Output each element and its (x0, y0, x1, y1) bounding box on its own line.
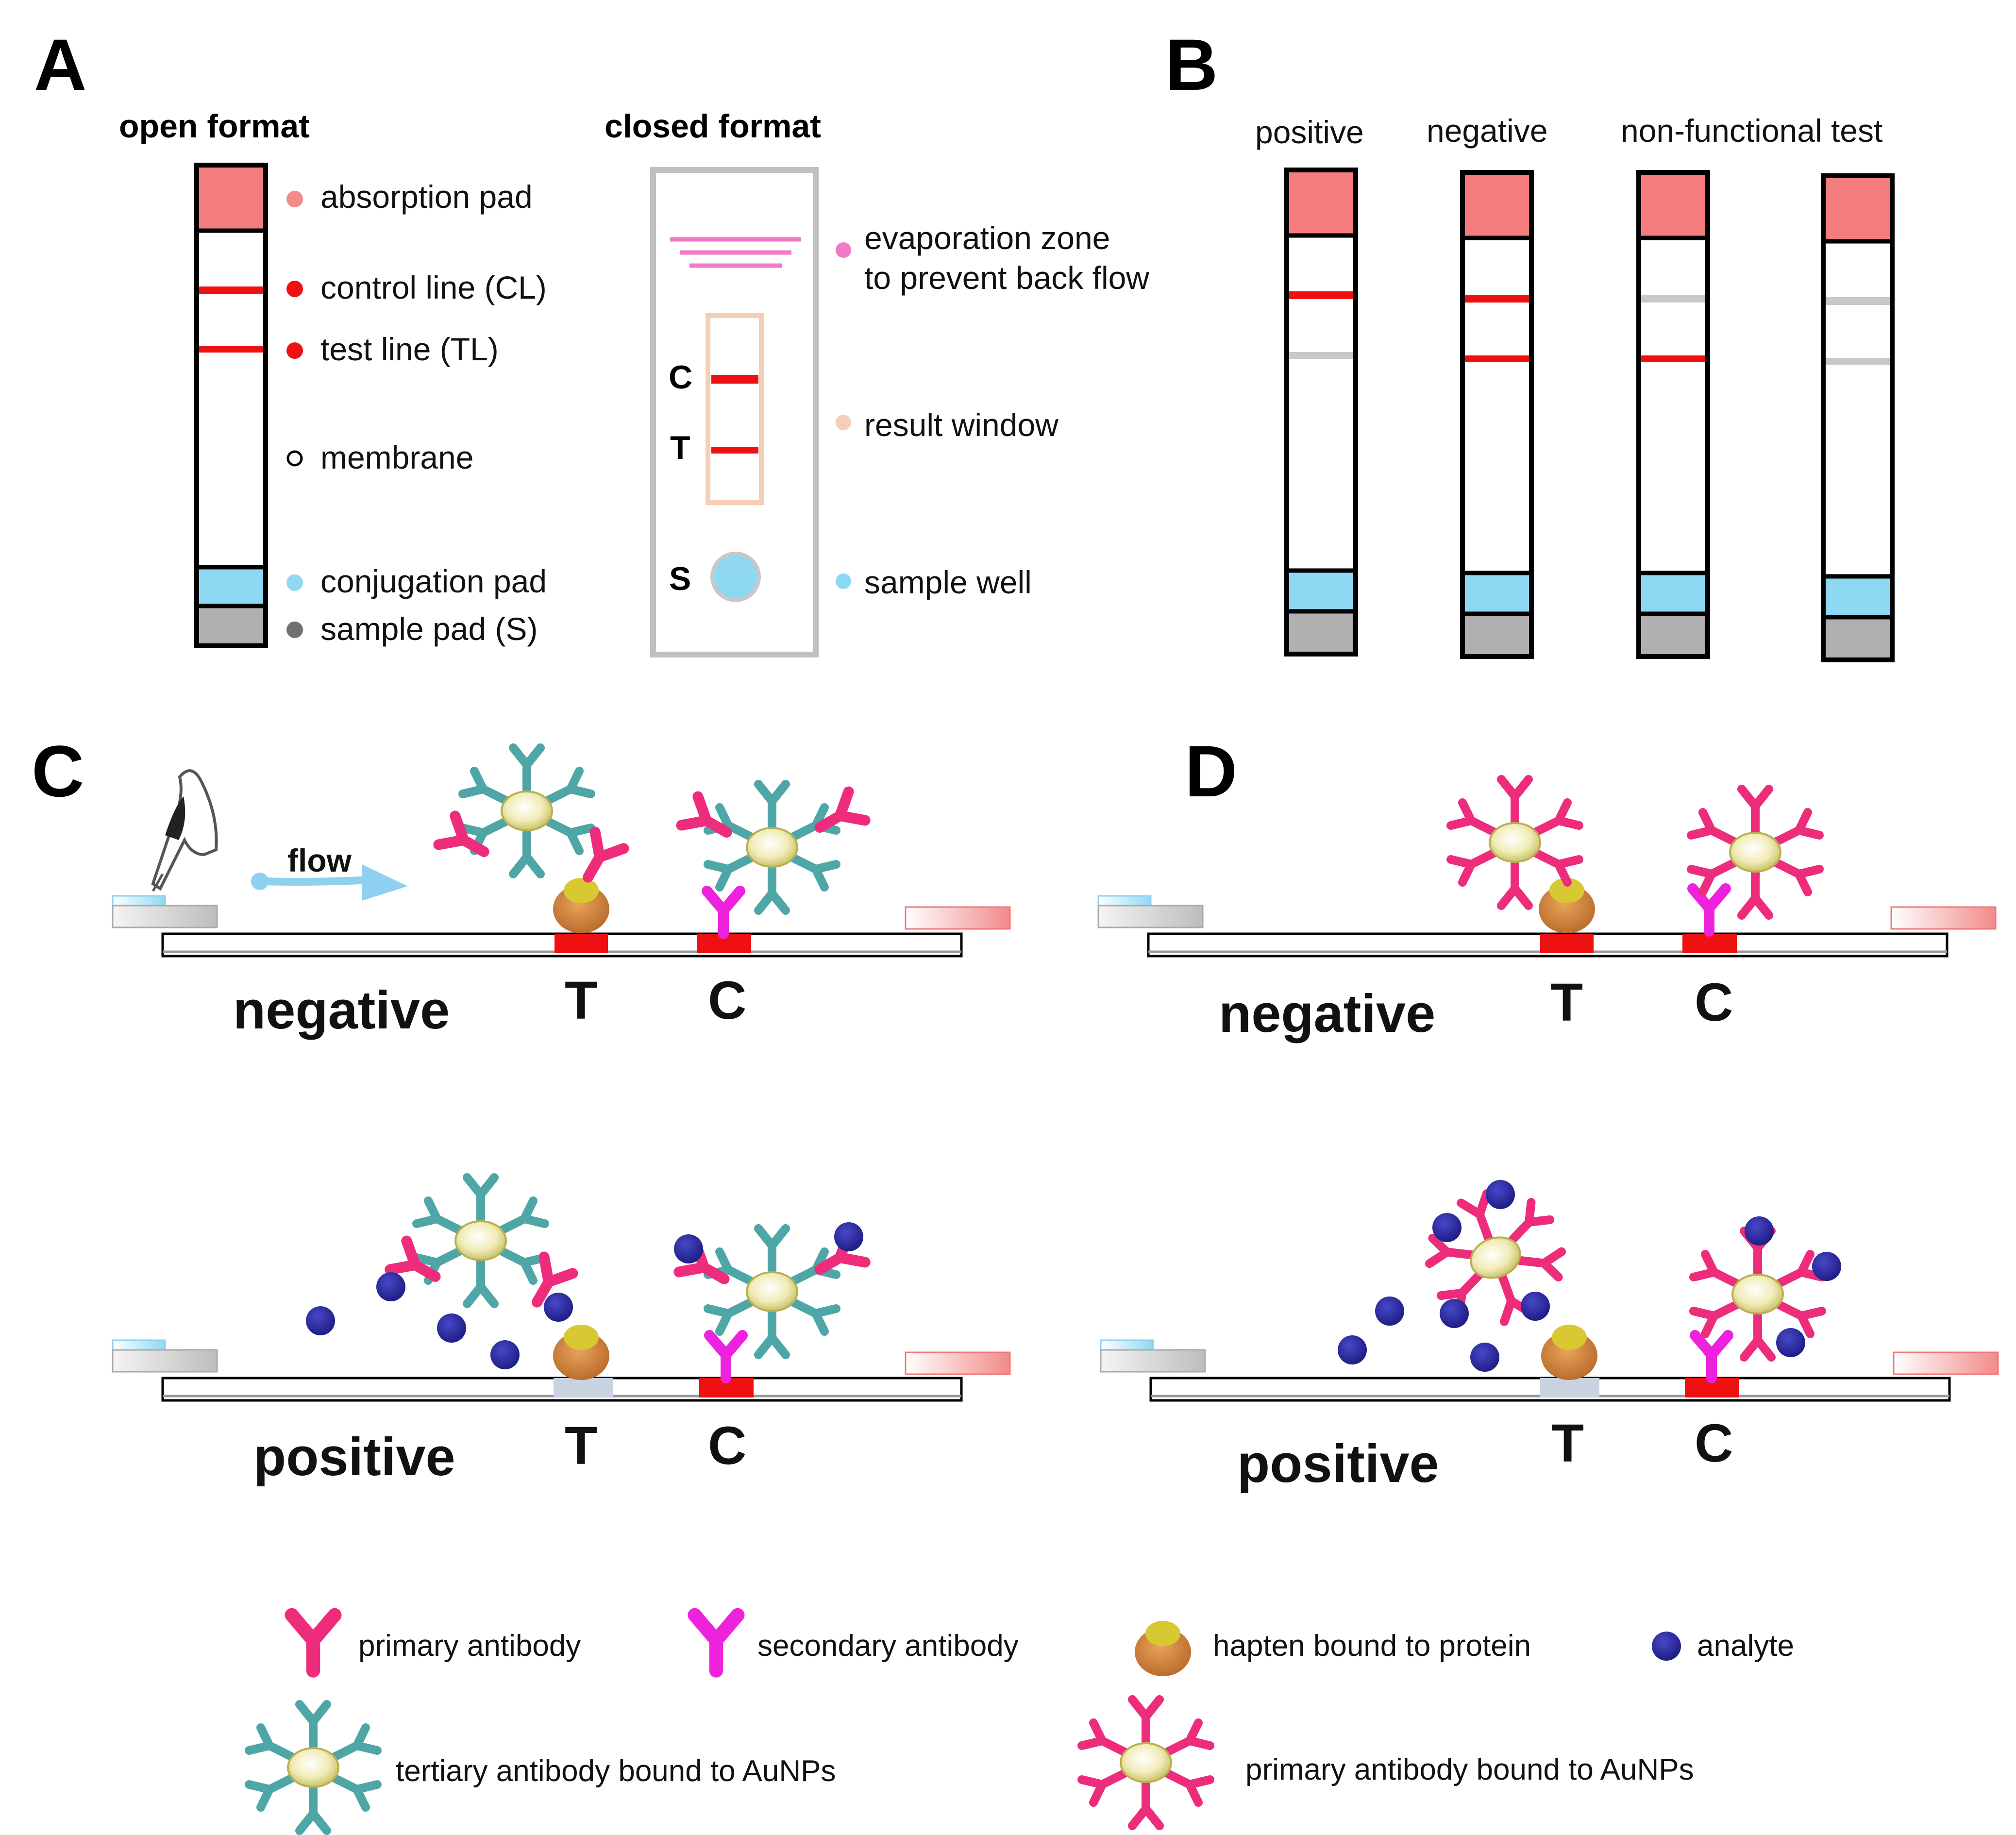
legend-primary-aunp: primary antibody bound to AuNPs (1245, 1753, 1694, 1786)
tertiary-aunp-icon (249, 1704, 377, 1831)
cassette-c-letter: C (669, 359, 692, 396)
pipette-icon (151, 769, 218, 892)
open-format-title: open format (119, 108, 310, 145)
label-sample-well: sample well (864, 564, 1032, 600)
panel-c-negative-t: T (565, 971, 597, 1030)
cassette-s-letter: S (669, 560, 691, 597)
strip-negative (1460, 170, 1534, 659)
hapten-icon (1135, 1621, 1191, 1676)
panel-d-negative-c: C (1695, 973, 1733, 1032)
primary-aunp-icon (1082, 1700, 1210, 1826)
closed-format-cassette: C T S (650, 167, 819, 657)
absorption-pad (197, 165, 266, 231)
strip-non-functional-1 (1636, 170, 1710, 659)
panel-d-negative-strip (1097, 779, 1997, 958)
label-b-negative: negative (1427, 113, 1548, 149)
label-sample-pad: sample pad (S) (320, 611, 538, 647)
panel-d-negative-t: T (1550, 973, 1583, 1032)
result-window (706, 313, 764, 505)
cassette-t-letter: T (670, 429, 690, 466)
panel-c-positive-strip (112, 1178, 1011, 1402)
panel-c-negative-strip (112, 748, 1011, 958)
panel-c-positive-label: positive (253, 1427, 455, 1487)
panel-c-negative-label: negative (233, 980, 450, 1040)
panel-d-positive-t: T (1551, 1414, 1584, 1473)
panel-c-negative-c: C (708, 971, 746, 1030)
strip-non-functional-2 (1821, 173, 1895, 662)
panel-d-positive-label: positive (1237, 1434, 1439, 1494)
panel-c-positive-t: T (565, 1416, 597, 1476)
label-membrane: membrane (320, 439, 473, 475)
legend-primary-antibody: primary antibody (358, 1629, 581, 1663)
control-line (199, 286, 263, 294)
flow-arrow: flow (251, 842, 408, 901)
panel-c-positive-c: C (708, 1416, 746, 1476)
sample-pad (197, 606, 266, 646)
cassette-control-line (711, 375, 758, 384)
cassette-test-line (711, 447, 758, 454)
label-absorption-pad: absorption pad (320, 179, 533, 215)
legend-tertiary-aunp: tertiary antibody bound to AuNPs (396, 1754, 836, 1788)
label-result-window: result window (864, 407, 1058, 443)
label-b-non-functional: non-functional test (1621, 113, 1882, 149)
legend-secondary-antibody: secondary antibody (757, 1629, 1019, 1663)
label-b-positive: positive (1255, 114, 1364, 150)
closed-format-legend: evaporation zone to prevent back flow re… (836, 220, 1149, 600)
legend: primary antibody secondary antibody hapt… (249, 1615, 1794, 1831)
test-line (199, 346, 263, 353)
panel-c-letter: C (32, 730, 84, 812)
label-evaporation-zone-1: evaporation zone (864, 220, 1110, 256)
panel-a-letter: A (34, 24, 86, 105)
open-format-strip (194, 163, 268, 648)
strip-positive (1284, 168, 1358, 657)
label-conjugation-pad: conjugation pad (320, 563, 547, 599)
sample-well (710, 552, 761, 602)
closed-format-title: closed format (605, 108, 821, 145)
conjugation-pad (197, 567, 266, 606)
analyte-icon (1652, 1632, 1681, 1661)
panel-b-letter: B (1165, 24, 1218, 105)
label-test-line: test line (TL) (320, 331, 499, 367)
secondary-antibody-icon (695, 1615, 738, 1670)
open-format-legend: absorption pad control line (CL) test li… (286, 179, 547, 647)
label-evaporation-zone-2: to prevent back flow (864, 260, 1149, 296)
panel-d-letter: D (1185, 730, 1237, 812)
panel-d-negative-label: negative (1219, 984, 1435, 1044)
legend-hapten: hapten bound to protein (1213, 1629, 1531, 1663)
label-control-line: control line (CL) (320, 269, 547, 305)
legend-analyte: analyte (1697, 1629, 1794, 1663)
flow-label: flow (287, 842, 352, 878)
panel-d-positive-c: C (1695, 1414, 1733, 1473)
panel-d-positive-strip (1100, 1177, 1999, 1402)
primary-antibody-icon (292, 1615, 335, 1670)
